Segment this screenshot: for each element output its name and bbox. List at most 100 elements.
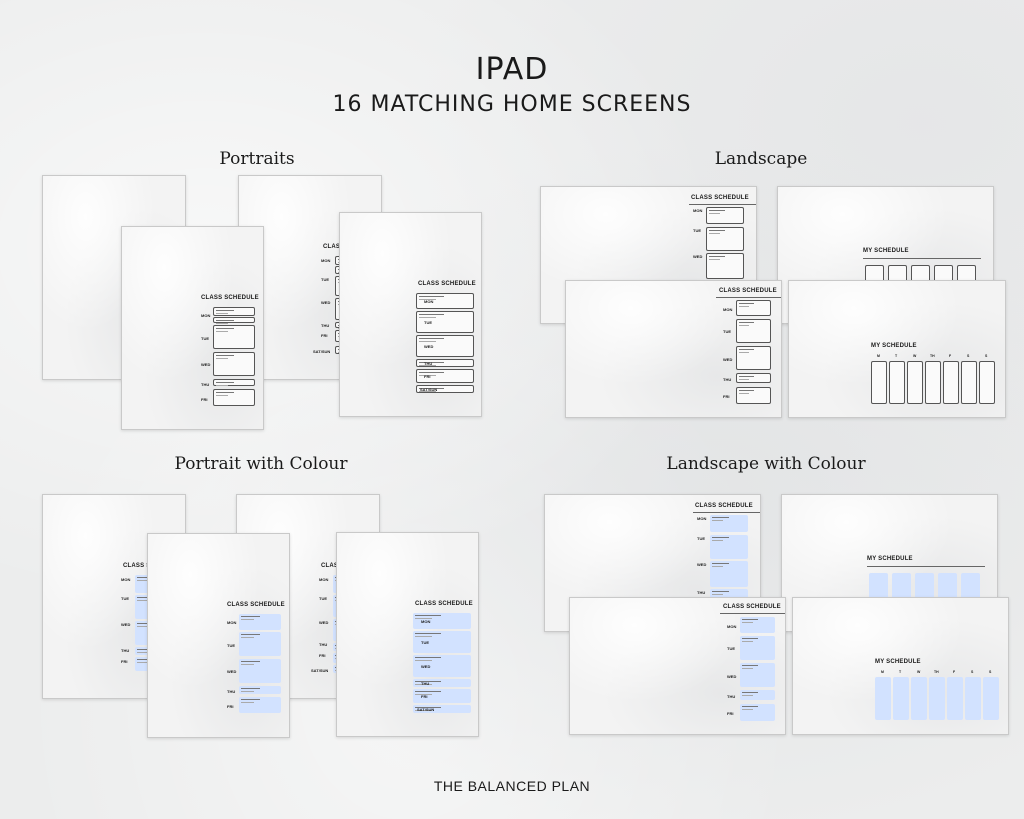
day-column [965, 677, 981, 720]
day-label: FRI [227, 704, 234, 709]
section-title-portrait-colour: Portrait with Colour [174, 454, 348, 474]
day-label: FRI [121, 659, 128, 664]
class-block [239, 632, 281, 656]
day-column [893, 677, 909, 720]
day-label: WED [201, 362, 211, 367]
day-label: THU [121, 648, 130, 653]
divider [867, 566, 985, 567]
day-label: MON [723, 307, 733, 312]
class-block [239, 686, 281, 694]
schedule-heading: MY SCHEDULE [863, 248, 909, 254]
class-block [736, 319, 771, 343]
day-column [925, 361, 941, 404]
page-title: IPAD [475, 52, 549, 87]
day-label: TUE [201, 336, 209, 341]
day-column [892, 573, 911, 603]
class-block [710, 515, 748, 532]
day-label: TUE [697, 536, 705, 541]
day-label: TUE [421, 640, 429, 645]
class-block [416, 311, 474, 333]
day-label: WED [421, 664, 431, 669]
day-column [943, 361, 959, 404]
class-block [416, 385, 474, 393]
class-block [706, 227, 744, 251]
day-label: FRI [201, 397, 208, 402]
day-label: TUE [321, 277, 329, 282]
class-block [740, 704, 775, 721]
day-label: THU [727, 694, 736, 699]
day-label: MON [424, 299, 434, 304]
day-column [929, 677, 945, 720]
day-column [983, 677, 999, 720]
weekday-letter: T [899, 670, 902, 674]
day-label: FRI [319, 653, 326, 658]
class-block [710, 561, 748, 587]
day-label: TUE [727, 646, 735, 651]
ipad-mockup: MY SCHEDULE M T W TH F S S [788, 280, 1006, 418]
class-block [706, 253, 744, 279]
ipad-mockup: CLASS SCHEDULE MON TUE WED THU FRI [147, 533, 290, 738]
schedule-heading: CLASS SCHEDULE [719, 288, 777, 294]
class-block [213, 317, 255, 324]
weekday-letter: F [949, 354, 952, 358]
day-label: THU [424, 361, 433, 366]
class-block [213, 325, 255, 349]
schedule-heading: CLASS SCHEDULE [201, 295, 259, 301]
day-label: WED [227, 669, 237, 674]
day-label: WED [121, 622, 131, 627]
day-column [947, 677, 963, 720]
class-block [710, 589, 748, 599]
section-title-landscape-colour: Landscape with Colour [666, 454, 866, 474]
class-block [710, 535, 748, 559]
ipad-mockup: CLASS SCHEDULE MON TUE WED THU FRI SAT/S… [339, 212, 482, 417]
weekday-letter: S [971, 670, 974, 674]
day-column [915, 573, 934, 603]
day-label: TUE [121, 596, 129, 601]
weekday-letter: TH [934, 670, 939, 674]
day-label: TUE [723, 329, 731, 334]
day-label: MON [693, 208, 703, 213]
day-label: THU [319, 642, 328, 647]
schedule-heading: CLASS SCHEDULE [415, 601, 473, 607]
class-block [416, 293, 474, 309]
schedule-heading: CLASS SCHEDULE [723, 604, 781, 610]
weekday-letter: TH [930, 354, 935, 358]
schedule-heading: MY SCHEDULE [875, 659, 921, 665]
class-block [239, 659, 281, 683]
day-label: FRI [321, 333, 328, 338]
schedule-heading: MY SCHEDULE [867, 556, 913, 562]
day-label: THU [201, 382, 210, 387]
day-column [979, 361, 995, 404]
ipad-mockup: CLASS SCHEDULE MON TUE WED THU FRI [121, 226, 264, 430]
day-column [961, 361, 977, 404]
day-column [871, 361, 887, 404]
day-column [961, 573, 980, 603]
day-label: WED [319, 620, 329, 625]
schedule-heading: CLASS SCHEDULE [695, 503, 753, 509]
weekday-letter: S [989, 670, 992, 674]
class-block [416, 369, 474, 383]
class-block [706, 207, 744, 224]
class-block [736, 387, 771, 404]
day-label: FRI [723, 394, 730, 399]
schedule-heading: MY SCHEDULE [871, 343, 917, 349]
day-label: WED [424, 344, 434, 349]
day-label: TUE [424, 320, 432, 325]
day-label: THU [227, 689, 236, 694]
class-block [736, 373, 771, 383]
class-block [416, 335, 474, 357]
class-block [213, 307, 255, 316]
class-block [413, 631, 471, 653]
day-label: MON [727, 624, 737, 629]
section-title-portraits: Portraits [219, 149, 295, 169]
schedule-heading: CLASS SCHEDULE [227, 602, 285, 608]
day-column [889, 361, 905, 404]
section-title-landscape: Landscape [714, 149, 808, 169]
class-block [213, 389, 255, 406]
divider [689, 204, 756, 205]
day-label: MON [697, 516, 707, 521]
weekday-letter: S [985, 354, 988, 358]
day-label: FRI [424, 374, 431, 379]
day-label: THU [321, 323, 330, 328]
class-block [740, 690, 775, 700]
